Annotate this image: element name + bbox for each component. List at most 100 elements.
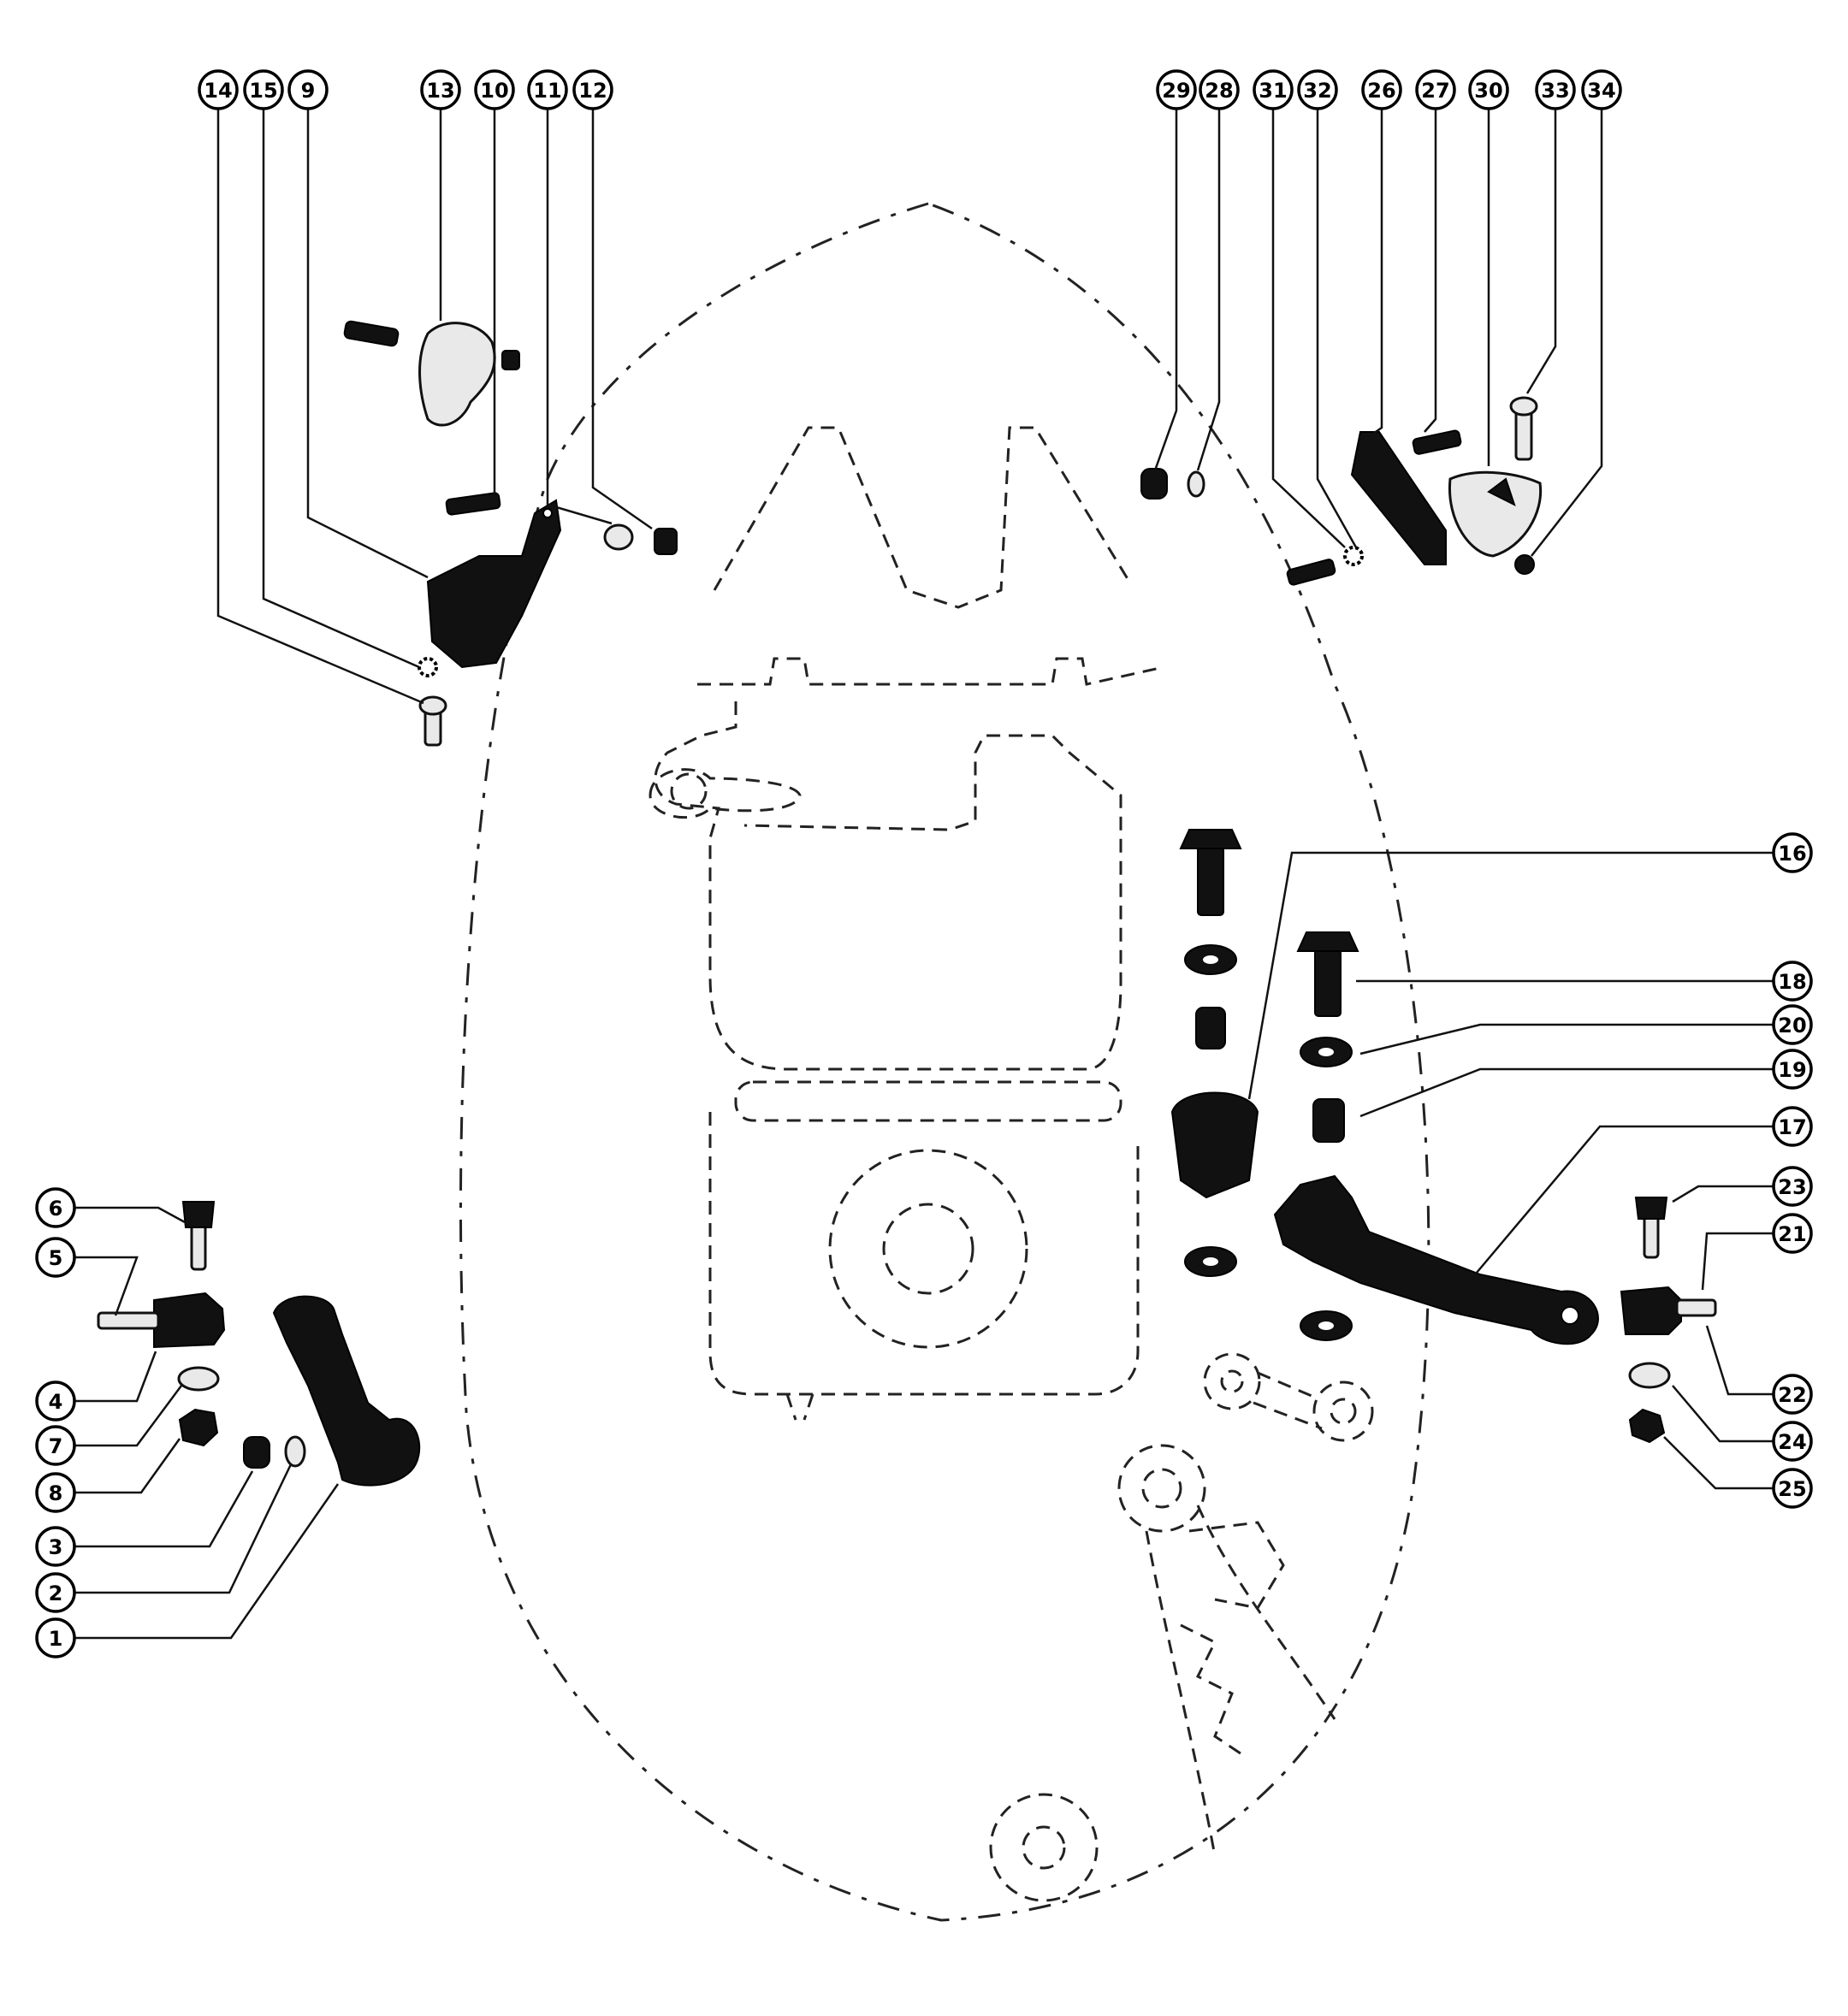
- gear-16: [1170, 1091, 1259, 1199]
- middle-right-parts: [1170, 829, 1599, 1345]
- callout-34: 34: [1581, 69, 1622, 110]
- callout-28: 28: [1199, 69, 1240, 110]
- callout-3: 3: [35, 1526, 76, 1567]
- washer-11: [603, 523, 634, 551]
- callouts: 14 15 9 13 10 11 12 29 28 31 32 26 27 30…: [35, 69, 1813, 1658]
- callout-11: 11: [527, 69, 568, 110]
- washer-2: [284, 1435, 306, 1468]
- washer-7: [177, 1366, 220, 1392]
- nut-34: [1514, 554, 1535, 575]
- crank-1: [272, 1295, 421, 1487]
- svg-text:18: 18: [1778, 970, 1806, 994]
- link-21: [1620, 1286, 1682, 1335]
- nut-25: [1628, 1408, 1666, 1444]
- svg-text:21: 21: [1778, 1222, 1806, 1246]
- svg-text:12: 12: [578, 79, 607, 103]
- svg-text:4: 4: [49, 1390, 63, 1414]
- bolt-16a: [1197, 846, 1224, 916]
- upper-right-parts: [1140, 396, 1543, 586]
- callout-25: 25: [1772, 1468, 1813, 1509]
- callout-18: 18: [1772, 961, 1813, 1002]
- callout-7: 7: [35, 1425, 76, 1466]
- svg-text:25: 25: [1778, 1477, 1806, 1501]
- callout-19: 19: [1772, 1049, 1813, 1090]
- screw-23: [1643, 1213, 1660, 1259]
- svg-text:17: 17: [1778, 1115, 1806, 1139]
- lockwasher-32: [1343, 546, 1364, 566]
- callout-24: 24: [1772, 1421, 1813, 1462]
- callout-32: 32: [1297, 69, 1338, 110]
- callout-21: 21: [1772, 1213, 1813, 1254]
- segment-gear-17: [1273, 1174, 1599, 1345]
- screw-13a: [343, 320, 400, 347]
- callout-9: 9: [287, 69, 329, 110]
- arm-26: [1350, 431, 1447, 565]
- svg-text:5: 5: [49, 1246, 63, 1270]
- svg-text:11: 11: [533, 79, 561, 103]
- svg-text:9: 9: [301, 79, 316, 103]
- leader-lines: [74, 107, 1774, 1640]
- callout-15: 15: [243, 69, 284, 110]
- cam-30: [1448, 470, 1543, 558]
- svg-text:15: 15: [249, 79, 277, 103]
- svg-text:22: 22: [1778, 1383, 1806, 1407]
- callout-33: 33: [1535, 69, 1576, 110]
- callout-8: 8: [35, 1472, 76, 1513]
- svg-text:10: 10: [480, 79, 508, 103]
- svg-text:27: 27: [1421, 79, 1449, 103]
- svg-text:14: 14: [204, 79, 232, 103]
- callout-17: 17: [1772, 1106, 1813, 1147]
- svg-text:19: 19: [1778, 1058, 1806, 1082]
- callout-26: 26: [1361, 69, 1402, 110]
- left-parts: [97, 1201, 421, 1487]
- screw-10: [445, 492, 501, 516]
- bushing-3: [243, 1436, 270, 1469]
- bushing-16a: [1195, 1007, 1226, 1049]
- callout-27: 27: [1415, 69, 1456, 110]
- nut-12: [654, 528, 678, 555]
- washer-28: [1187, 470, 1205, 498]
- svg-text:23: 23: [1778, 1175, 1806, 1199]
- lockwasher-15: [418, 657, 438, 677]
- bolt-18: [1314, 949, 1342, 1017]
- callout-16: 16: [1772, 832, 1813, 873]
- link-5: [153, 1292, 226, 1349]
- svg-text:32: 32: [1303, 79, 1331, 103]
- callout-5: 5: [35, 1237, 76, 1278]
- housing-outline: [459, 202, 1430, 1922]
- bushing-29: [1140, 468, 1168, 500]
- svg-text:28: 28: [1205, 79, 1233, 103]
- link-21-pin: [1675, 1298, 1717, 1317]
- bracket-9: [426, 499, 562, 669]
- svg-text:6: 6: [49, 1197, 63, 1221]
- svg-text:30: 30: [1474, 79, 1502, 103]
- upper-left-parts: [343, 320, 678, 747]
- callout-22: 22: [1772, 1374, 1813, 1415]
- callout-14: 14: [198, 69, 239, 110]
- callout-23: 23: [1772, 1166, 1813, 1207]
- right-parts: [1620, 1197, 1717, 1444]
- nut-8: [178, 1408, 219, 1447]
- screw-6: [190, 1221, 207, 1271]
- svg-text:33: 33: [1541, 79, 1569, 103]
- svg-text:3: 3: [49, 1535, 63, 1559]
- callout-12: 12: [572, 69, 613, 110]
- svg-text:1: 1: [49, 1627, 63, 1651]
- callout-30: 30: [1468, 69, 1509, 110]
- svg-text:31: 31: [1259, 79, 1287, 103]
- svg-text:24: 24: [1778, 1430, 1806, 1454]
- callout-29: 29: [1156, 69, 1197, 110]
- svg-text:20: 20: [1778, 1014, 1806, 1038]
- svg-text:29: 29: [1162, 79, 1190, 103]
- link-5-pin: [97, 1311, 160, 1330]
- callout-31: 31: [1253, 69, 1294, 110]
- svg-text:13: 13: [426, 79, 454, 103]
- callout-2: 2: [35, 1572, 76, 1613]
- svg-text:26: 26: [1367, 79, 1395, 103]
- cam-13: [418, 322, 496, 427]
- callout-6: 6: [35, 1187, 76, 1228]
- screw-31: [1286, 559, 1336, 586]
- svg-text:34: 34: [1587, 79, 1615, 103]
- callout-1: 1: [35, 1617, 76, 1658]
